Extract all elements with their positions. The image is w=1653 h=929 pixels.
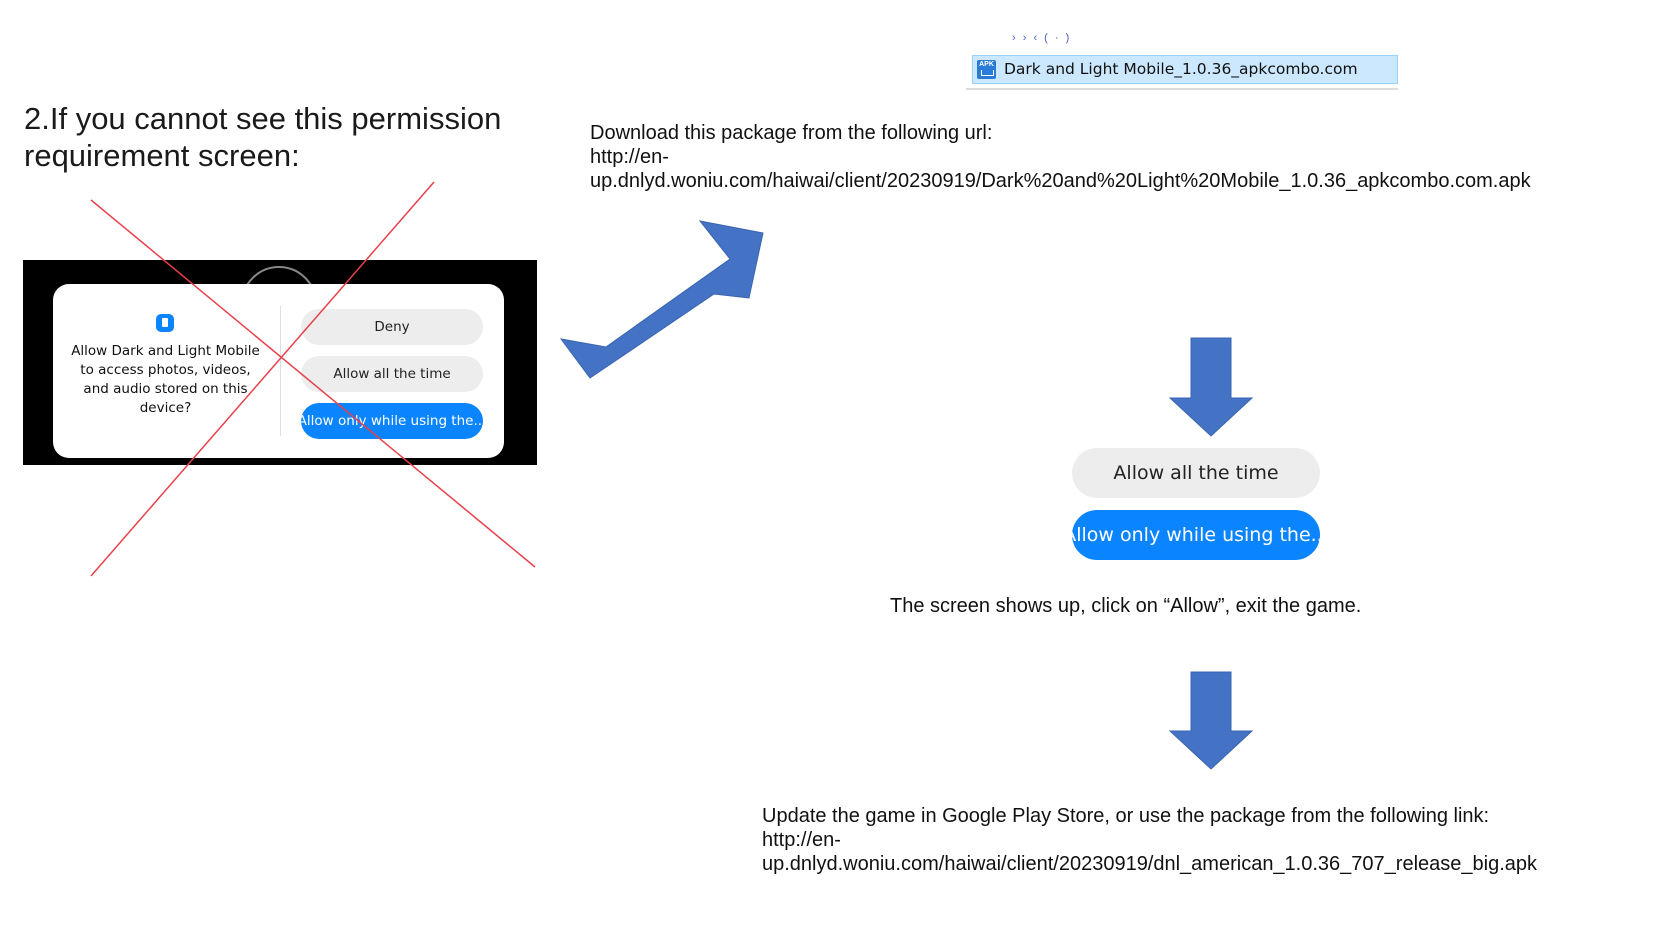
download-url-part1[interactable]: http://en- bbox=[590, 146, 669, 168]
down-arrow-icon bbox=[1168, 671, 1254, 770]
screen-note: The screen shows up, click on “Allow”, e… bbox=[890, 595, 1362, 617]
download-url-part2[interactable]: up.dnlyd.woniu.com/haiwai/client/2023091… bbox=[590, 170, 1531, 192]
apk-file-name: Dark and Light Mobile_1.0.36_apkcombo.co… bbox=[1004, 60, 1358, 78]
cross-line-down bbox=[90, 199, 536, 568]
step-heading: 2.If you cannot see this permission requ… bbox=[24, 101, 502, 173]
update-url-part1[interactable]: http://en- bbox=[762, 829, 841, 851]
zoomed-allow-all-the-time-button[interactable]: Allow all the time bbox=[1072, 448, 1320, 498]
apk-file-icon: APK bbox=[977, 60, 996, 79]
download-label: Download this package from the following… bbox=[590, 122, 993, 144]
allow-while-using-button[interactable]: Allow only while using the... bbox=[301, 403, 483, 439]
cross-line-up bbox=[90, 181, 435, 577]
diagonal-arrow-icon bbox=[559, 220, 764, 379]
apk-file-row[interactable]: APK Dark and Light Mobile_1.0.36_apkcomb… bbox=[972, 55, 1398, 84]
permission-dialog-info: Allow Dark and Light Mobile to access ph… bbox=[53, 284, 280, 458]
permission-message: Allow Dark and Light Mobile to access ph… bbox=[71, 343, 260, 416]
explorer-divider bbox=[966, 88, 1398, 90]
files-app-icon bbox=[156, 314, 174, 332]
dialog-divider bbox=[280, 306, 281, 436]
update-url-part2[interactable]: up.dnlyd.woniu.com/haiwai/client/2023091… bbox=[762, 853, 1537, 875]
explorer-breadcrumb: › › ‹ ( · ) bbox=[1012, 32, 1072, 44]
zoomed-allow-while-using-button[interactable]: Allow only while using the... bbox=[1072, 510, 1320, 560]
download-instructions: Download this package from the following… bbox=[590, 121, 1531, 193]
update-instructions: Update the game in Google Play Store, or… bbox=[762, 804, 1537, 876]
permission-dialog-screenshot: Allow Dark and Light Mobile to access ph… bbox=[23, 260, 537, 465]
allow-all-the-time-button[interactable]: Allow all the time bbox=[301, 356, 483, 392]
permission-dialog: Allow Dark and Light Mobile to access ph… bbox=[53, 284, 504, 458]
down-arrow-icon bbox=[1168, 337, 1254, 437]
deny-button[interactable]: Deny bbox=[301, 309, 483, 345]
update-label: Update the game in Google Play Store, or… bbox=[762, 805, 1490, 827]
